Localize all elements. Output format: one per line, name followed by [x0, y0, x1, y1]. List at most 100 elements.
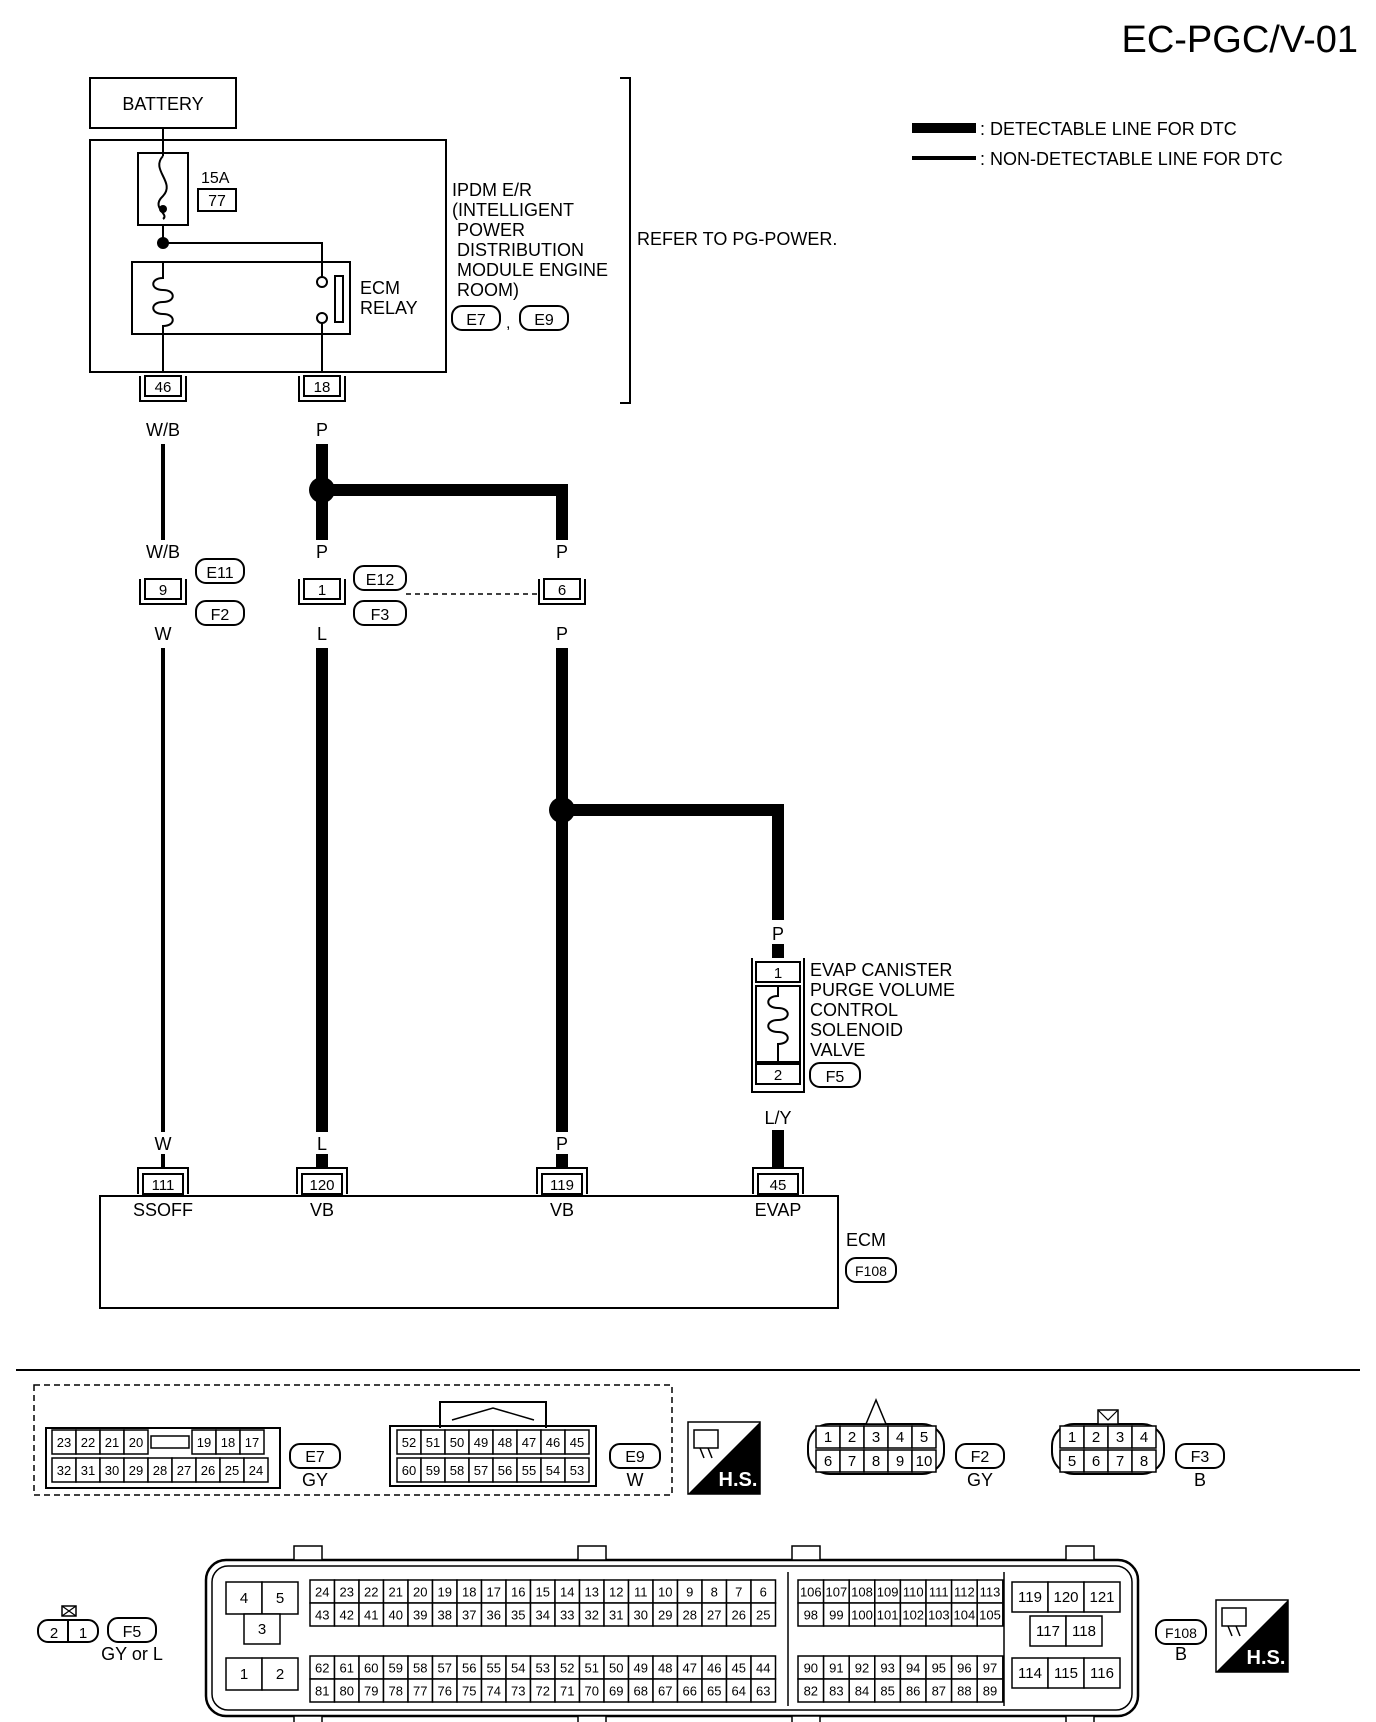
f108-pin-40-label: 40: [389, 1608, 403, 1623]
svg-text:EVAP CANISTER: EVAP CANISTER: [810, 960, 952, 980]
e9-pin-55-label: 55: [522, 1463, 536, 1478]
svg-text:9: 9: [159, 582, 167, 599]
wire-l-below: L: [317, 624, 327, 644]
f3-pin-7-label: 7: [1116, 1453, 1124, 1470]
wire-l-ecm: L: [317, 1134, 327, 1154]
e7-pin-21: [99, 1429, 125, 1455]
f108-pin-98-label: 98: [804, 1608, 818, 1623]
connector-view-f2-color: GY: [967, 1470, 993, 1490]
f108-pin-78-label: 78: [389, 1684, 403, 1699]
f2-pin-3-label: 3: [872, 1429, 880, 1446]
connector-view-f3-name: F3: [1191, 1449, 1210, 1466]
e7-pin-23-label: 23: [57, 1435, 71, 1450]
f108-pin-84-label: 84: [855, 1684, 869, 1699]
f108-pin-45-label: 45: [732, 1661, 746, 1676]
f108-pin-64-label: 64: [732, 1684, 746, 1699]
ecm-terminal-evap: EVAP: [755, 1200, 802, 1220]
f108-pin-25: [750, 1602, 777, 1627]
connector-view-f3-color: B: [1194, 1470, 1206, 1490]
wire-p-below: P: [556, 624, 568, 644]
f108-pin-14-label: 14: [560, 1585, 574, 1600]
legend-detectable: : DETECTABLE LINE FOR DTC: [980, 119, 1237, 139]
f108-pin-117-label: 117: [1036, 1623, 1060, 1640]
refer-text: REFER TO PG-POWER.: [637, 229, 837, 249]
svg-text:ROOM): ROOM): [452, 280, 519, 300]
e9-pin-52-label: 52: [402, 1435, 416, 1450]
wire-p-ecm: P: [556, 1134, 568, 1154]
harness-side-icon: H.S.: [687, 1421, 761, 1495]
f108-pin-106-label: 106: [800, 1585, 822, 1600]
ipdm-connector-e7: E7: [466, 312, 486, 329]
f108-pin-16-label: 16: [511, 1585, 525, 1600]
f3-pin-8-label: 8: [1140, 1453, 1148, 1470]
f2-pin-8-label: 8: [872, 1453, 880, 1470]
f108-pin-27-label: 27: [707, 1608, 721, 1623]
f108-pin-83-label: 83: [829, 1684, 843, 1699]
f2-pin-4-label: 4: [896, 1429, 904, 1446]
e9-pin-51-label: 51: [426, 1435, 440, 1450]
f108-pin-114-label: 114: [1018, 1665, 1042, 1682]
e9-pin-47: [516, 1429, 542, 1455]
e7-pin-17-label: 17: [245, 1435, 259, 1450]
svg-text:CONTROL: CONTROL: [810, 1000, 898, 1020]
f108-pin-60-label: 60: [364, 1661, 378, 1676]
ecm-pin-119: 119: [536, 1167, 588, 1195]
f108-pin-85-label: 85: [880, 1684, 894, 1699]
e7-pin-31: [75, 1457, 101, 1483]
f108-pin-46-label: 46: [707, 1661, 721, 1676]
f108-pin-22-label: 22: [364, 1585, 378, 1600]
f108-pin-3-label: 3: [258, 1621, 266, 1638]
legend-non-detectable: : NON-DETECTABLE LINE FOR DTC: [980, 149, 1283, 169]
e7-pin-28-label: 28: [153, 1463, 167, 1478]
svg-text:H.S.: H.S.: [1247, 1647, 1286, 1669]
f3-pin-8: [1131, 1449, 1157, 1473]
f108-pin-2: [261, 1657, 299, 1691]
ecm-relay-box: [131, 261, 351, 335]
f108-pin-55-label: 55: [487, 1661, 501, 1676]
f2-pin-7-label: 7: [848, 1453, 856, 1470]
harness-side-icon-2: H.S.: [1215, 1599, 1289, 1673]
connector-e12: E12: [366, 572, 395, 589]
ecm-label: ECM: [846, 1230, 886, 1250]
f108-pin-102-label: 102: [902, 1608, 924, 1623]
e9-pin-45: [564, 1429, 590, 1455]
connector-view-e7-name: E7: [305, 1449, 325, 1466]
f108-pin-32-label: 32: [585, 1608, 599, 1623]
e7-pin-26-label: 26: [201, 1463, 215, 1478]
e7-pin-29: [123, 1457, 149, 1483]
f2-pin-5: [911, 1425, 937, 1449]
f3-pin-6-label: 6: [1092, 1453, 1100, 1470]
f108-pin-79-label: 79: [364, 1684, 378, 1699]
e7-pin-27-label: 27: [177, 1463, 191, 1478]
f108-pin-116-label: 116: [1090, 1665, 1114, 1682]
connector-view-f5-name: F5: [123, 1624, 142, 1641]
f108-pin-23-label: 23: [340, 1585, 354, 1600]
e9-pin-57: [468, 1457, 494, 1483]
f108-pin-21-label: 21: [389, 1585, 403, 1600]
svg-text:DISTRIBUTION: DISTRIBUTION: [452, 240, 584, 260]
connector-view-f5: 2 1: [37, 1605, 99, 1643]
connector-view-e9-name: E9: [625, 1449, 645, 1466]
connector-pin-9: 9: [139, 578, 187, 605]
f108-pin-57-label: 57: [438, 1661, 452, 1676]
fuse-symbol: [137, 152, 189, 226]
e9-pin-53-label: 53: [570, 1463, 584, 1478]
connector-view-f108-name: F108: [1165, 1625, 1197, 1641]
e9-pin-59: [420, 1457, 446, 1483]
f108-pin-74-label: 74: [487, 1684, 501, 1699]
f108-pin-114: [1011, 1657, 1049, 1689]
svg-text:1: 1: [79, 1625, 87, 1642]
svg-text:VALVE: VALVE: [810, 1040, 865, 1060]
legend: : DETECTABLE LINE FOR DTC : NON-DETECTAB…: [912, 119, 1283, 169]
f108-pin-88-label: 88: [957, 1684, 971, 1699]
e7-pin-24-label: 24: [249, 1463, 263, 1478]
ecm-relay-label-1: ECM: [360, 278, 400, 298]
e9-pin-60: [396, 1457, 422, 1483]
f108-pin-111-label: 111: [929, 1585, 949, 1600]
ipdm-pin-18: 18: [298, 375, 346, 402]
e7-pin-17: [239, 1429, 265, 1455]
f108-pin-77-label: 77: [413, 1684, 427, 1699]
